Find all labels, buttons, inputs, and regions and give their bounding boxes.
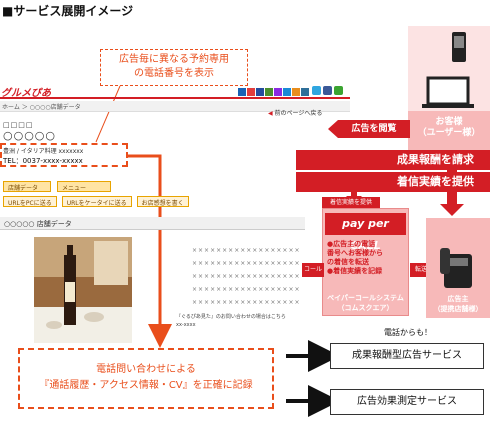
share-icon[interactable] (334, 86, 343, 95)
ad-effect-measurement-service: 広告効果測定サービス (330, 389, 484, 415)
shop-actions: URLをPCに送る URLをケータイに送る お店感想を書く (3, 196, 189, 207)
desk-phone-icon (440, 248, 472, 288)
bookmark-icon[interactable] (256, 88, 264, 96)
send-url-pc-button[interactable]: URLをPCに送る (3, 196, 57, 207)
breadcrumb-bar (0, 101, 350, 112)
advertiser-label: 広告主 （提携店舗様） (426, 294, 490, 314)
phone-too-label: 電話からも！ (384, 328, 432, 337)
placeholder-line: ×××××××××××××××××× (192, 286, 301, 293)
tab-shop-data[interactable]: 店舗データ (3, 181, 51, 192)
share-icons[interactable] (312, 86, 343, 95)
customer-devices (408, 26, 490, 111)
bookmark-icon[interactable] (283, 88, 291, 96)
advertiser-label-2: （提携店舗様） (433, 305, 483, 313)
shop-data-header (0, 217, 305, 230)
send-url-mobile-button[interactable]: URLをケータイに送る (61, 196, 132, 207)
ppc-feature: ●着信実績を記録 (327, 267, 383, 275)
twitter-icon[interactable] (312, 86, 321, 95)
placeholder-line: ×××××××××××××××××× (192, 273, 301, 280)
back-link[interactable]: ◀ 前のページへ戻る (268, 108, 322, 117)
bookmark-icon[interactable] (238, 88, 246, 96)
ppc-features: ●広告主の電話 番号へお客様から の着信を転送 ●着信実績を記録 (327, 240, 407, 276)
customer-label-2: （ユーザー様） (417, 128, 481, 138)
record-box: 電話問い合わせによる 『通話履歴・アクセス情報・CV』を正確に記録 (18, 348, 274, 409)
social-bookmark-icons[interactable] (238, 88, 309, 96)
placeholder-line: ×××××××××××××××××× (192, 299, 301, 306)
record-line-2: 『通話履歴・アクセス情報・CV』を正確に記録 (39, 380, 253, 391)
ppc-name-2: （コムスクエア） (337, 304, 394, 312)
call-arrow: コール (302, 263, 324, 277)
shop-name: ○○○○○ (3, 129, 56, 142)
advertiser-label-1: 広告主 (447, 295, 469, 303)
bookmark-icon[interactable] (274, 88, 282, 96)
shop-description: ×××××××××××××××××× ×××××××××××××××××× ××… (192, 244, 317, 306)
ppc-feature: 番号へお客様から (327, 249, 383, 257)
ppc-name-1: ペイパーコールシステム (327, 294, 404, 302)
ppc-badge: 着信実績を提供 (322, 197, 380, 208)
shop-kana: □□□□ (3, 121, 34, 129)
write-review-button[interactable]: お店感想を書く (136, 196, 189, 207)
shop-genre: 豊洲 / イタリア料理 xxxxxxx (3, 148, 84, 155)
ppc-feature: の着信を転送 (327, 258, 369, 266)
back-link-label: 前のページへ戻る (274, 110, 323, 117)
bookmark-icon[interactable] (292, 88, 300, 96)
shop-data-title: ○○○○○ 店舗データ (4, 220, 72, 228)
ppc-system-name: ペイパーコールシステム （コムスクエア） (322, 293, 409, 313)
site-header-bar (0, 85, 350, 99)
tab-menu[interactable]: メニュー (57, 181, 111, 192)
bookmark-icon[interactable] (301, 88, 309, 96)
restaurant-photo (34, 237, 132, 343)
inquiry-note: 『ぐるぴあ見た』のお問い合わせの場合はこちら (176, 314, 286, 320)
placeholder-line: ×××××××××××××××××× (192, 247, 301, 254)
wine-table-image (34, 237, 132, 343)
site-logo: グルメぴあ (1, 88, 51, 99)
ppc-logo: pay per CALL (325, 213, 406, 252)
shop-tel[interactable]: TEL：0037-xxxx-xxxxx (3, 157, 83, 165)
bookmark-icon[interactable] (265, 88, 273, 96)
arrow-left-icon: ◀ (268, 110, 273, 117)
tel-highlight-box (0, 143, 128, 167)
ppc-feature: ●広告主の電話 (327, 240, 376, 248)
bookmark-icon[interactable] (247, 88, 255, 96)
callout-line-2: の電話番号を表示 (134, 68, 214, 79)
customer-label: お客様 （ユーザー様） (408, 117, 490, 139)
record-line-1: 電話問い合わせによる (96, 364, 196, 375)
inquiry-number: xx-xxxx (176, 322, 196, 328)
page-title: ■サービス展開イメージ (2, 4, 134, 18)
breadcrumb[interactable]: ホーム ＞ ○○○○店舗データ (2, 104, 81, 111)
callout-line-1: 広告毎に異なる予約専用 (119, 54, 229, 65)
customer-label-1: お客様 (435, 117, 463, 127)
call-results-bar: 着信実績を提供 (296, 172, 490, 192)
phone-laptop-icon (422, 32, 474, 108)
phone-number-callout: 広告毎に異なる予約専用 の電話番号を表示 (100, 49, 248, 86)
ad-view-arrow: 広告を閲覧 (328, 120, 410, 138)
facebook-icon[interactable] (323, 86, 332, 95)
advertiser-panel (426, 218, 490, 318)
shop-tabs: 店舗データ メニュー (3, 181, 111, 192)
reward-claim-bar: 成果報酬を請求 (296, 150, 490, 170)
performance-ad-service: 成果報酬型広告サービス (330, 343, 484, 369)
placeholder-line: ×××××××××××××××××× (192, 260, 301, 267)
